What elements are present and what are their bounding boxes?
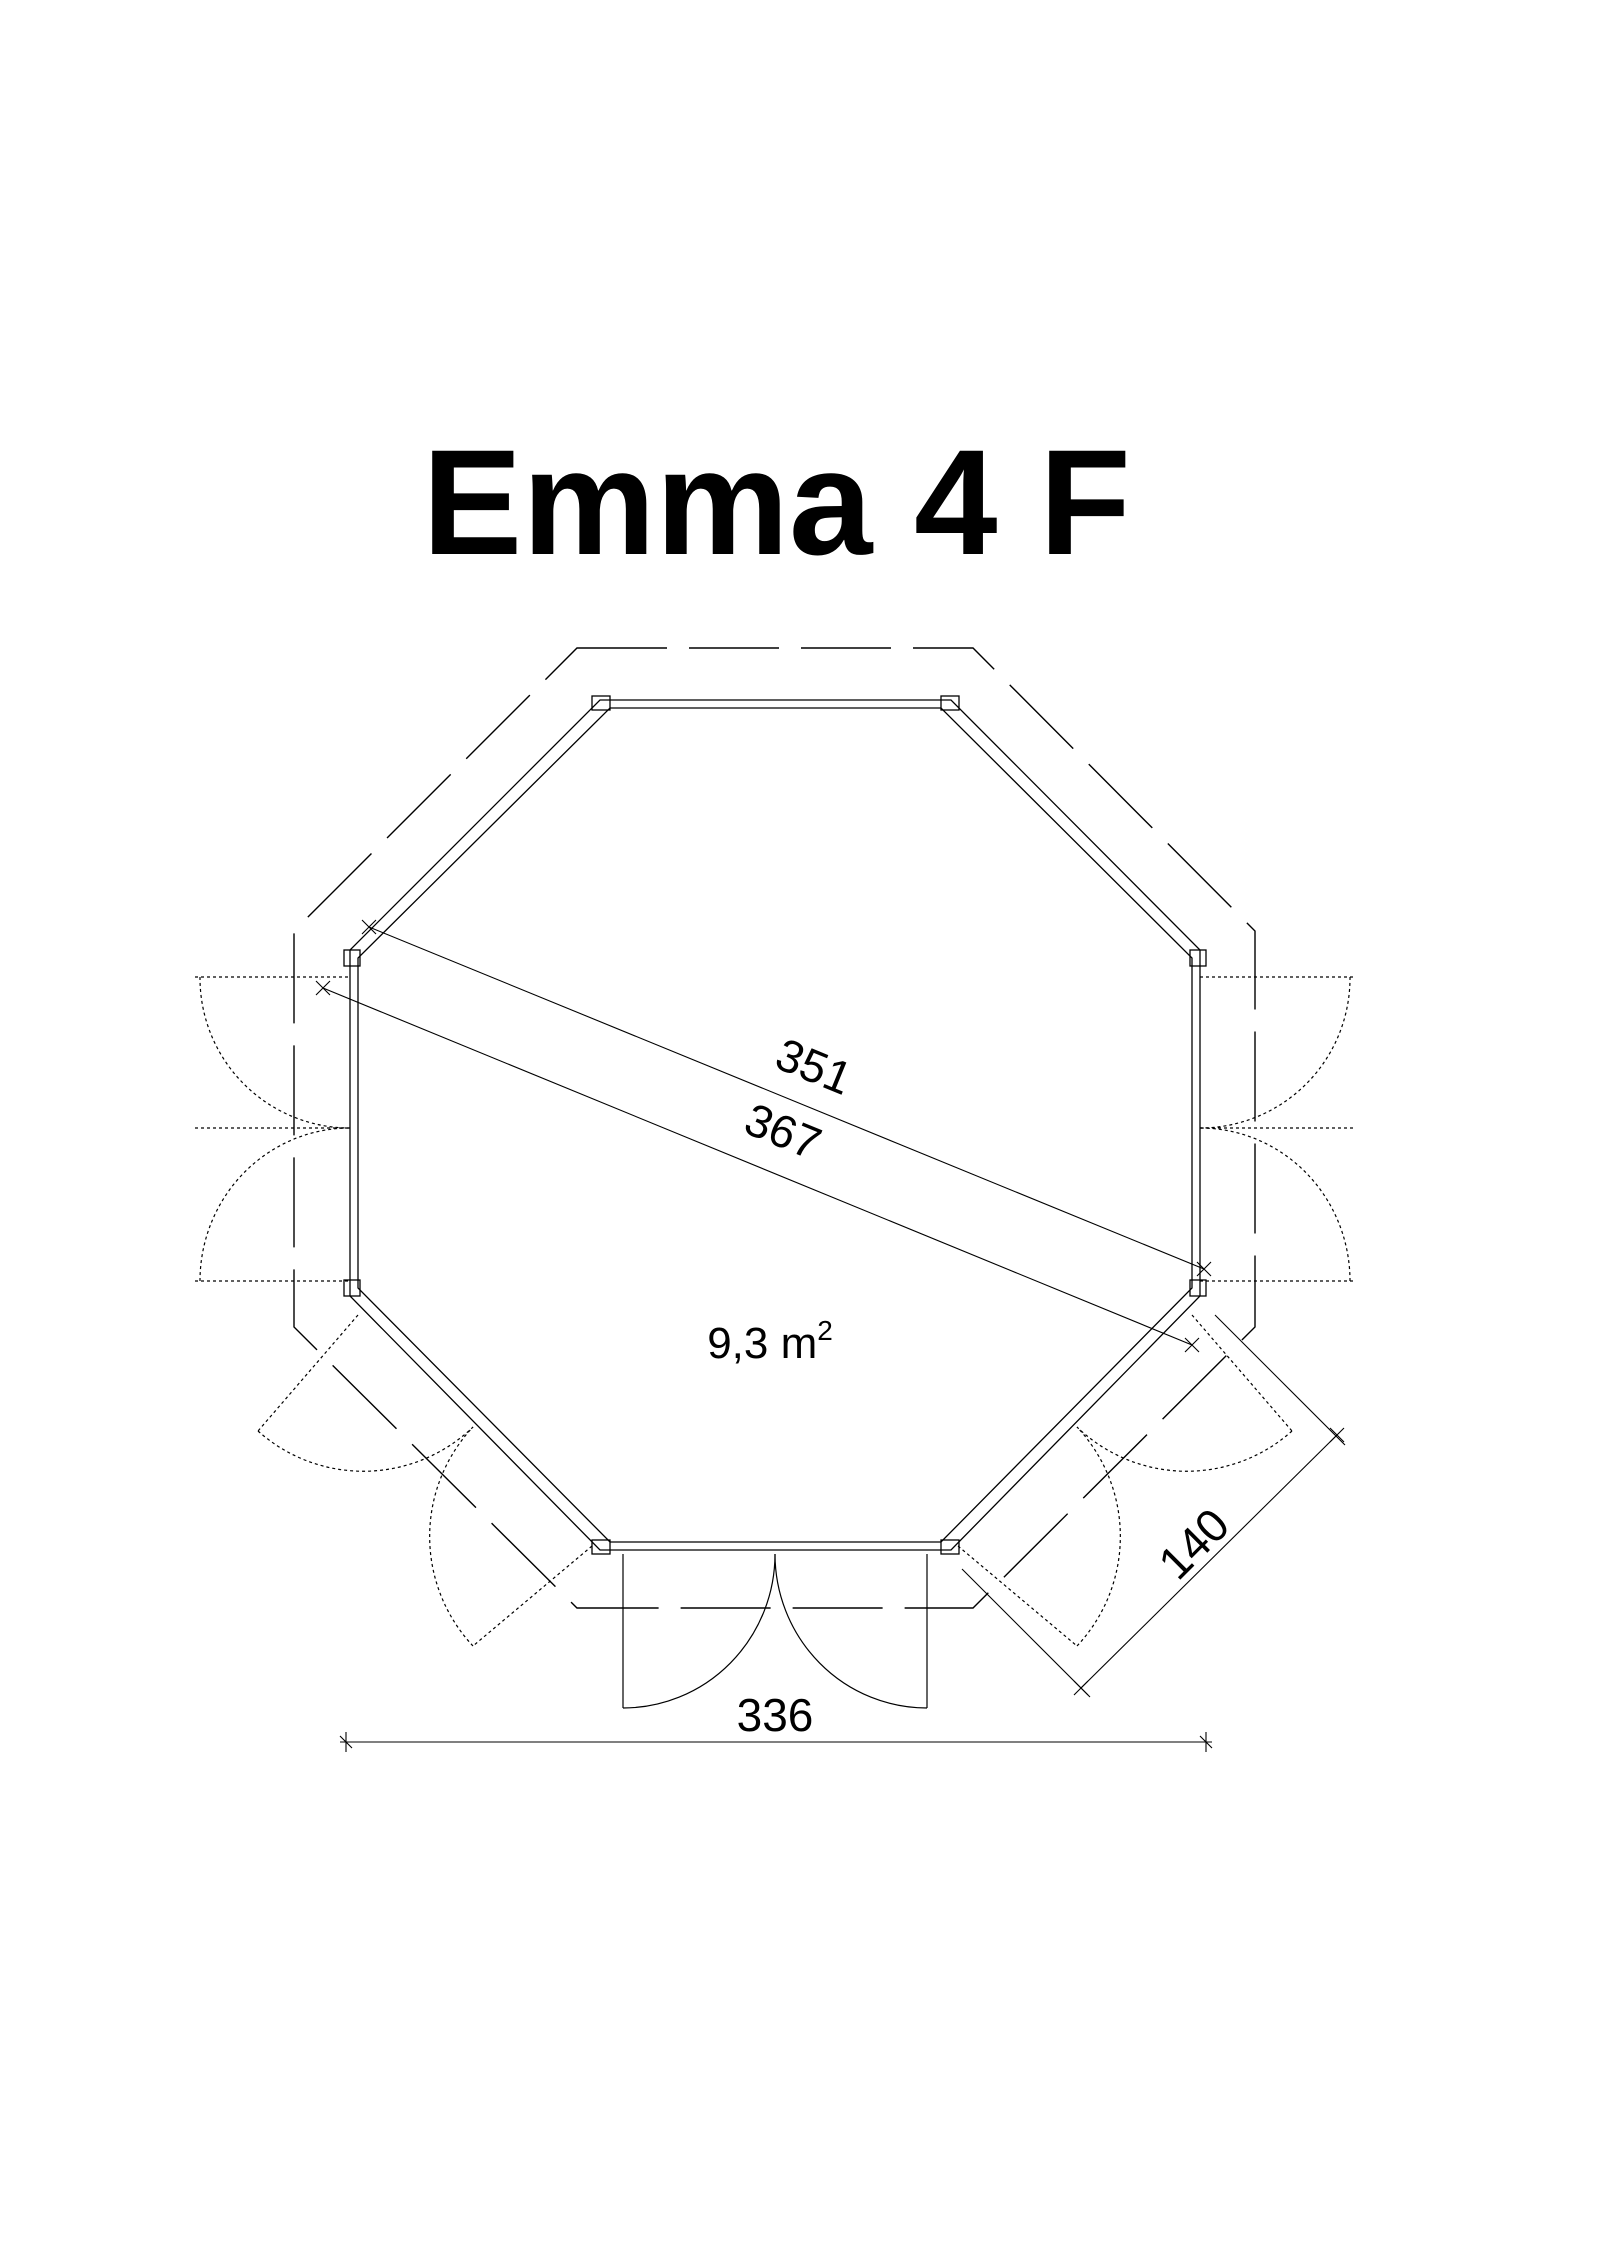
front-doors bbox=[622, 1553, 928, 1709]
dimension-140: 140 bbox=[1148, 1498, 1239, 1589]
dimension-lines bbox=[315, 919, 1346, 1752]
roof-outline bbox=[293, 647, 1256, 1609]
dimension-336: 336 bbox=[737, 1689, 814, 1741]
door-swings bbox=[195, 976, 1355, 1647]
dimension-351: 351 bbox=[769, 1028, 860, 1105]
walls bbox=[343, 695, 1207, 1555]
floor-area-label: 9,3 m2 bbox=[707, 1315, 833, 1368]
plan-title: Emma 4 F bbox=[422, 418, 1131, 586]
dimension-367: 367 bbox=[738, 1093, 829, 1170]
